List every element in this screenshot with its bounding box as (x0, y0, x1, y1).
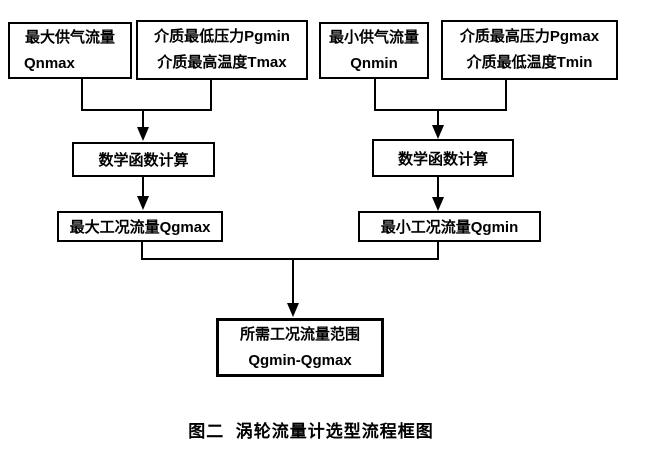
node-pgmin-tmax-line2: 介质最高温度Tmax (157, 54, 287, 71)
line-segment (437, 241, 439, 259)
line-segment (374, 109, 507, 111)
arrowhead-down-icon (137, 196, 149, 210)
node-pgmax-tmin: 介质最高压力Pgmax 介质最低温度Tmin (441, 20, 618, 80)
node-pgmax-tmin-line2: 介质最低温度Tmin (466, 54, 593, 71)
node-pgmin-tmax-line1: 介质最低压力Pgmin (154, 28, 290, 45)
node-qnmin-line1: 最小供气流量 (328, 28, 419, 46)
arrowhead-down-icon (432, 125, 444, 139)
line-segment (141, 241, 143, 259)
node-qnmax: 最大供气流量 Qnmax (8, 22, 132, 79)
node-calc-left-label: 数学函数计算 (98, 152, 189, 169)
line-segment (374, 79, 376, 110)
line-segment (142, 177, 144, 197)
node-qgmax-label: 最大工况流量Qgmax (69, 219, 211, 236)
line-segment (81, 109, 212, 111)
node-qgmin-label: 最小工况流量Qgmin (380, 219, 519, 236)
node-result-line1: 所需工况流量范围 (239, 325, 360, 343)
arrowhead-down-icon (432, 197, 444, 211)
node-calc-right-label: 数学函数计算 (397, 150, 488, 168)
line-segment (81, 79, 83, 110)
node-qnmin: 最小供气流量 Qnmin (319, 22, 429, 79)
node-calc-right: 数学函数计算 (372, 139, 514, 177)
figure-caption: 图二 涡轮流量计选型流程框图 (188, 422, 434, 441)
line-segment (142, 109, 144, 128)
node-result-line2: Qgmin-Qgmax (248, 351, 352, 369)
node-qgmin: 最小工况流量Qgmin (358, 211, 541, 242)
line-segment (292, 258, 294, 304)
node-qgmax: 最大工况流量Qgmax (57, 211, 223, 242)
line-segment (141, 258, 439, 260)
line-segment (437, 109, 439, 126)
line-segment (210, 80, 212, 110)
node-qnmax-line1: 最大供气流量 (24, 28, 115, 46)
node-result: 所需工况流量范围 Qgmin-Qgmax (216, 318, 384, 377)
node-pgmax-tmin-line1: 介质最高压力Pgmax (459, 28, 600, 45)
node-calc-left: 数学函数计算 (72, 142, 215, 177)
line-segment (437, 177, 439, 197)
node-qnmin-line2: Qnmin (350, 54, 398, 72)
line-segment (505, 79, 507, 110)
node-pgmin-tmax: 介质最低压力Pgmin 介质最高温度Tmax (136, 20, 308, 80)
arrowhead-down-icon (287, 303, 299, 317)
arrowhead-down-icon (137, 127, 149, 141)
node-qnmax-line2: Qnmax (24, 54, 75, 72)
